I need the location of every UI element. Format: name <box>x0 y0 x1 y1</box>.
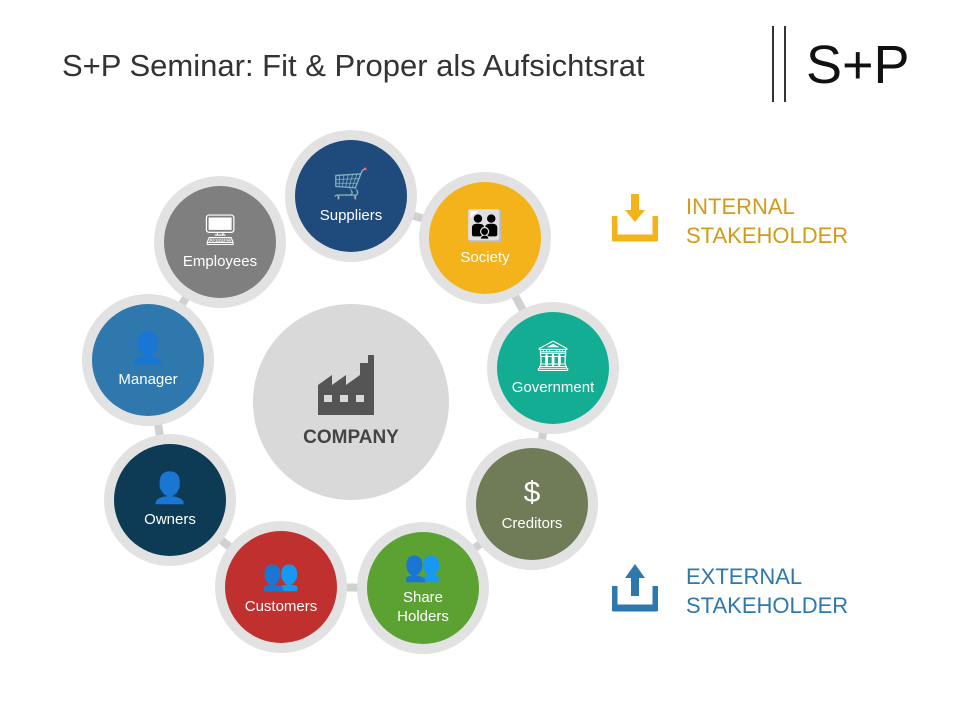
node-label: Employees <box>182 252 258 270</box>
node-suppliers: 🛒 Suppliers <box>295 140 407 252</box>
download-icon <box>612 194 658 242</box>
node-employees: 🖥 Employees <box>164 186 276 298</box>
slide-title: S+P Seminar: Fit & Proper als Aufsichtsr… <box>62 48 645 83</box>
internal-line2: STAKEHOLDER <box>686 223 849 248</box>
factory-icon <box>318 355 374 415</box>
node-label: Suppliers <box>319 206 383 224</box>
node-label: Customers <box>244 597 318 615</box>
desk-clerk-icon: 🖥 <box>200 213 240 247</box>
internal-line1: INTERNAL <box>686 194 795 219</box>
manager-icon: 👤 <box>129 331 167 365</box>
upload-icon <box>612 564 658 612</box>
group-icon: 👪 <box>466 209 504 243</box>
external-line2: STAKEHOLDER <box>686 593 849 618</box>
legend-internal: INTERNAL STAKEHOLDER <box>612 192 848 250</box>
node-government: 🏛 Government <box>497 312 609 424</box>
node-society: 👪 Society <box>429 182 541 294</box>
company-center: COMPANY <box>253 304 449 500</box>
node-manager: 👤 Manager <box>92 304 204 416</box>
node-label: Government <box>511 378 595 396</box>
node-label: Society <box>460 248 510 266</box>
logo-bars <box>772 26 786 102</box>
external-line1: EXTERNAL <box>686 564 803 589</box>
node-label: Creditors <box>501 514 563 532</box>
company-label: COMPANY <box>303 427 399 448</box>
node-label: Owners <box>144 510 196 528</box>
legend-external: EXTERNAL STAKEHOLDER <box>612 562 848 620</box>
logo: S+P <box>806 35 910 95</box>
team-icon: 👥 <box>404 550 442 583</box>
node-share-holders: 👥 Share Holders <box>367 532 479 644</box>
node-customers: 👥 Customers <box>225 531 337 643</box>
people-icon: 👥 <box>262 558 300 592</box>
money-bag-icon: $ <box>523 475 541 509</box>
bank-building-icon: 🏛 <box>533 339 573 373</box>
node-creditors: $ Creditors <box>476 448 588 560</box>
worker-cart-icon: 🛒 <box>332 167 370 201</box>
node-label: Manager <box>118 370 178 388</box>
businessman-icon: 👤 <box>151 471 189 505</box>
node-label: Share Holders <box>397 589 449 625</box>
node-owners: 👤 Owners <box>114 444 226 556</box>
